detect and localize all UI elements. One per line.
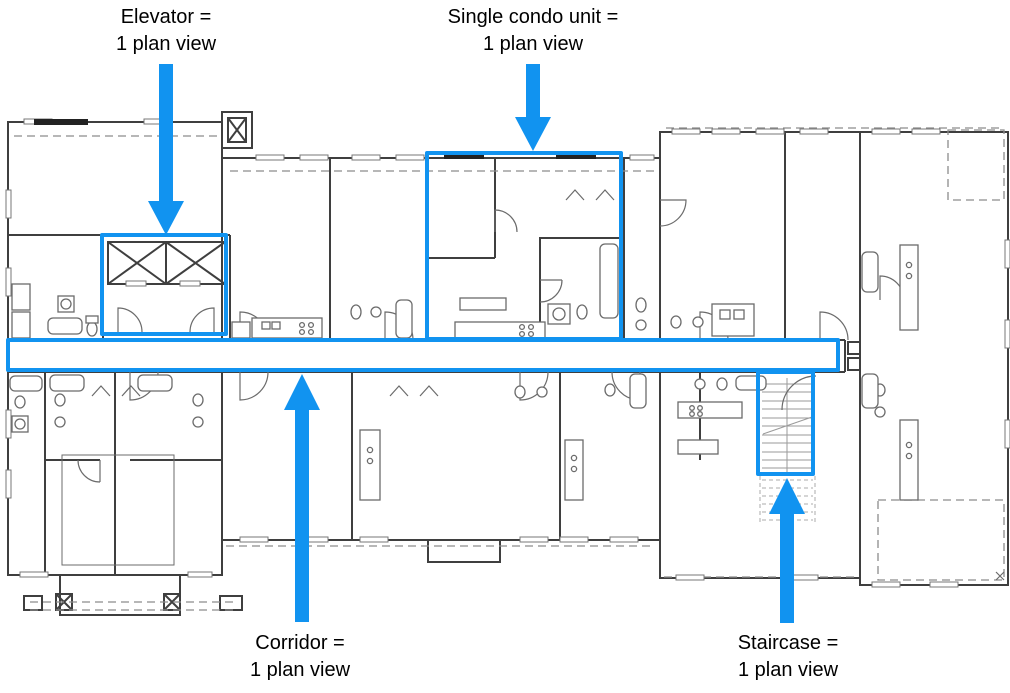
staircase-arrow-up-icon — [769, 478, 805, 623]
condo-callout-line2: 1 plan view — [482, 33, 584, 55]
condo-arrow-down-icon — [515, 64, 551, 151]
corridor-highlight-box — [6, 338, 840, 372]
condo-unit-highlight-box — [425, 151, 623, 341]
closet-marks — [61, 189, 615, 566]
solid-wall-fills — [34, 119, 596, 159]
staircase-callout-line1: Staircase = — [737, 632, 839, 654]
windows — [5, 118, 1010, 588]
elevator-highlight-box — [100, 233, 228, 336]
elevator-arrow-down-icon — [148, 64, 184, 235]
corridor-arrow-up-icon — [284, 374, 320, 622]
elevator-callout-line1: Elevator = — [120, 6, 212, 28]
staircase-highlight-box — [756, 370, 815, 476]
fixtures — [9, 243, 919, 501]
staircase-treads — [759, 378, 816, 524]
staircase-callout-line2: 1 plan view — [737, 659, 839, 681]
corridor-callout-line2: 1 plan view — [249, 659, 351, 681]
elevator-callout-line2: 1 plan view — [115, 33, 217, 55]
staircase-callout-label: Staircase = 1 plan view — [683, 630, 893, 684]
condo-callout-line1: Single condo unit = — [447, 6, 619, 28]
corridor-callout-label: Corridor = 1 plan view — [195, 630, 405, 684]
patio-post-x — [995, 571, 1005, 581]
corridor-callout-line1: Corridor = — [255, 632, 345, 654]
elevator-callout-label: Elevator = 1 plan view — [61, 4, 271, 58]
condo-callout-label: Single condo unit = 1 plan view — [408, 4, 658, 58]
